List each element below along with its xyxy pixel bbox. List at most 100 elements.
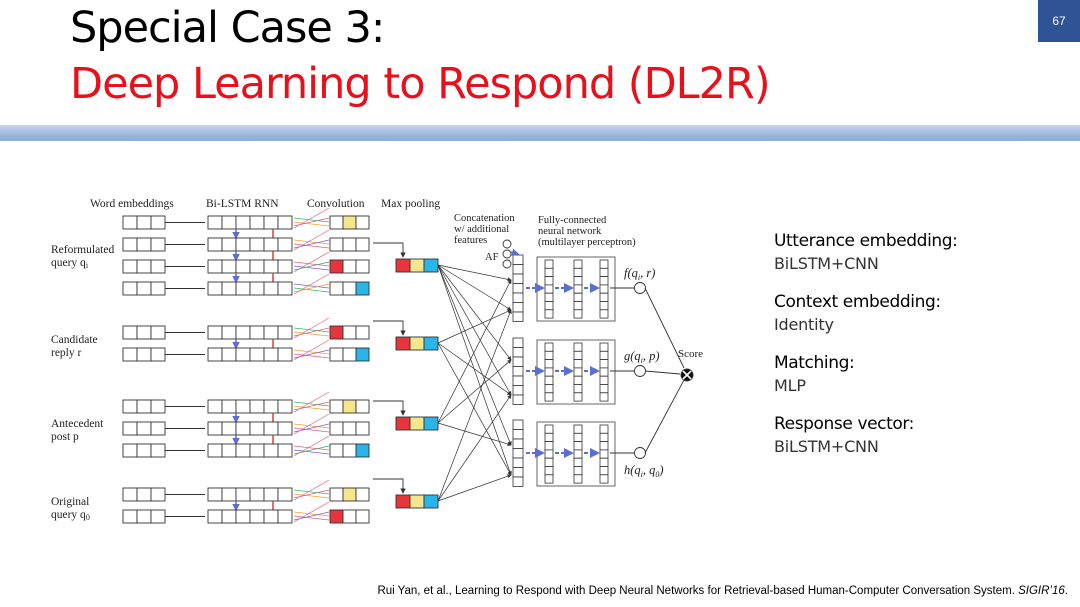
word-embedding-cell (136, 509, 152, 524)
label-reformulated-1: Reformulated (51, 244, 114, 256)
note-response: Response vector: BiLSTM+CNN (774, 413, 1074, 458)
label-candidate-1: Candidate (51, 334, 98, 346)
mlp-neuron-cell (599, 367, 609, 377)
label-original-2: query q0 (51, 509, 90, 522)
convolution-filter-line (293, 413, 330, 435)
mlp-neuron-cell (599, 449, 609, 459)
mlp-neuron-cell (544, 309, 554, 319)
word-embedding-cell (150, 325, 166, 340)
label-candidate-2: reply r (51, 347, 82, 359)
max-pooling-vector (409, 258, 425, 273)
mlp-neuron-cell (544, 342, 554, 352)
convolution-filter-line (293, 229, 330, 251)
bilstm-cell (207, 237, 223, 252)
bilstm-cell (249, 259, 265, 274)
output-node-circle (634, 282, 646, 294)
mlp-neuron-cell (573, 367, 583, 377)
note-heading: Matching: (774, 353, 855, 373)
convolution-filter-line (293, 479, 330, 501)
word-embedding-cell (122, 281, 138, 296)
pool-to-concat-line (437, 474, 512, 502)
convolution-cell (342, 509, 357, 524)
convolution-cell (329, 259, 344, 274)
bilstm-cell (263, 325, 279, 340)
mlp-neuron-cell (599, 384, 609, 394)
convolution-filter-line (293, 283, 330, 289)
note-value: BiLSTM+CNN (774, 254, 879, 273)
word-embedding-cell (150, 281, 166, 296)
bilstm-cell (277, 215, 293, 230)
bilstm-cell (277, 399, 293, 414)
word-embedding-cell (136, 215, 152, 230)
convolution-cell (355, 215, 370, 230)
concat-cell (512, 394, 524, 405)
mlp-neuron-cell (599, 432, 609, 443)
max-pooling-vector (395, 258, 411, 273)
score-node-cross (682, 370, 692, 380)
convolution-filter-line (293, 353, 330, 359)
bilstm-cell (249, 281, 265, 296)
bilstm-cell (277, 325, 293, 340)
mlp-neuron-cell (544, 449, 554, 459)
convolution-cell (329, 347, 344, 362)
convolution-filter-line (293, 349, 330, 355)
mlp-neuron-cell (599, 359, 609, 369)
bilstm-cell (263, 443, 279, 458)
pool-to-concat-line (437, 359, 512, 424)
mlp-neuron-cell (573, 392, 583, 402)
citation: Rui Yan, et al., Learning to Respond wit… (377, 585, 1068, 597)
concat-cell (512, 438, 524, 449)
citation-venue: SIGIR’16 (1018, 585, 1065, 597)
convolution-cell (355, 421, 370, 436)
mlp-neuron-cell (599, 441, 609, 451)
mlp-neuron-cell (573, 466, 583, 476)
mlp-neuron-cell (544, 284, 554, 294)
bilstm-cell (235, 259, 251, 274)
title-divider-bar (0, 125, 1080, 141)
word-embedding-cell (122, 237, 138, 252)
bilstm-cell (277, 281, 293, 296)
header-concat-1: Concatenation (454, 213, 515, 224)
mlp-neuron-cell (599, 457, 609, 467)
score-input-line (644, 370, 681, 375)
convolution-filter-line (293, 331, 330, 337)
convolution-cell (355, 487, 370, 502)
word-embedding-cell (136, 443, 152, 458)
bilstm-cell (235, 443, 251, 458)
max-pooling-vector (395, 416, 411, 431)
word-embedding-cell (136, 399, 152, 414)
max-pooling-vector (423, 494, 439, 509)
word-embedding-cell (150, 399, 166, 414)
word-embedding-cell (150, 421, 166, 436)
convolution-filter-line (293, 401, 330, 407)
max-pooling-vector (423, 336, 439, 351)
mlp-neuron-cell (599, 350, 609, 361)
mlp-neuron-cell (573, 292, 583, 302)
bilstm-cell (221, 215, 237, 230)
word-embedding-cell (136, 325, 152, 340)
bilstm-cell (249, 443, 265, 458)
max-pooling-vector (409, 494, 425, 509)
header-fc-2: neural network (538, 226, 602, 237)
mlp-neuron-cell (544, 375, 554, 385)
convolution-cell (342, 399, 357, 414)
mlp-neuron-cell (544, 359, 554, 369)
bilstm-cell (207, 421, 223, 436)
pool-to-concat-line (437, 309, 512, 502)
slide-title-line2: Deep Learning to Respond (DL2R) (70, 59, 771, 109)
convolution-filter-line (293, 243, 330, 249)
word-embedding-cell (136, 259, 152, 274)
concat-cell (512, 476, 524, 487)
pool-to-concat-line (437, 264, 512, 282)
pooling-connector (373, 242, 406, 258)
convolution-cell (329, 509, 344, 524)
additional-feature-circle (502, 259, 512, 269)
mlp-neuron-cell (544, 432, 554, 443)
convolution-filter-line (293, 501, 330, 523)
af-arrow (510, 248, 520, 256)
bilstm-cell (249, 399, 265, 414)
word-embedding-cell (136, 237, 152, 252)
mlp-neuron-cell (573, 342, 583, 352)
mlp-neuron-cell (573, 359, 583, 369)
mlp-neuron-cell (573, 384, 583, 394)
